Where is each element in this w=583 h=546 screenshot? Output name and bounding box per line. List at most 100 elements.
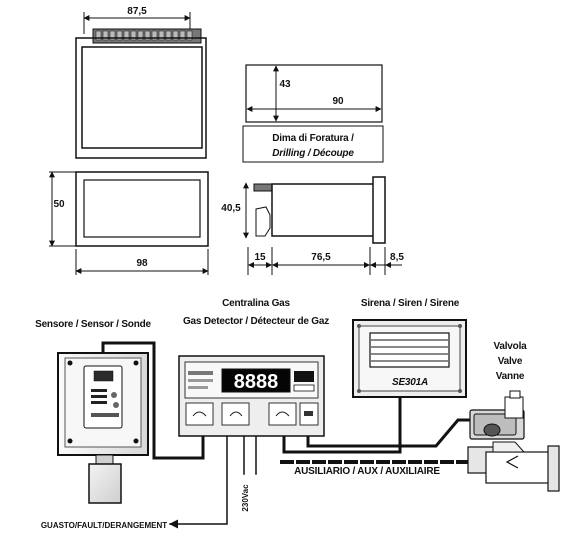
- side-depth-a-value: 15: [254, 252, 266, 263]
- drilling-template-diagram: 43 90 Dima di Foratura / Drilling / Déco…: [242, 64, 384, 163]
- fault-output-line: [169, 434, 228, 529]
- valve-coil-terminal: [483, 423, 501, 437]
- detector-button-icon-3: [275, 411, 290, 417]
- valve-top-actuator: [504, 396, 524, 419]
- side-clip: [255, 206, 271, 237]
- siren-screw: [357, 389, 361, 393]
- front-panel-width-value: 98: [136, 258, 148, 269]
- side-depth-arrow-a: [248, 262, 272, 268]
- terminal-screw: [158, 30, 165, 41]
- front-width-value: 87,5: [127, 6, 147, 17]
- sensor-logo-plate: [93, 370, 114, 382]
- siren-screw: [458, 389, 462, 393]
- detector-side-indicator: [294, 371, 314, 382]
- terminal-screw: [123, 30, 130, 41]
- front-panel-window: [83, 179, 201, 238]
- valve-title-line-2: Valve: [498, 356, 523, 367]
- siren-model-label: SE301A: [392, 377, 428, 388]
- sensor-head-neck: [95, 454, 114, 465]
- sensor-model-label: [91, 413, 119, 417]
- siren-screw: [458, 324, 462, 328]
- detector-button-1[interactable]: [185, 402, 214, 426]
- siren: SE301A: [352, 319, 467, 398]
- side-height-value: 40,5: [221, 203, 241, 214]
- side-view: 40,5 15 76,5 8,5: [221, 176, 404, 275]
- detector-button-icon-2: [229, 411, 243, 417]
- siren-screw: [357, 324, 361, 328]
- drilling-label-line-1: Dima di Foratura /: [272, 133, 354, 144]
- side-depth-b-value: 76,5: [311, 252, 331, 263]
- terminal-screw: [186, 30, 193, 41]
- siren-title: Sirena / Siren / Sirene: [361, 298, 460, 309]
- sensor-led: [91, 401, 107, 404]
- sensor-status-dot: [111, 392, 117, 398]
- sensor-screw-bottom-left: [67, 438, 73, 444]
- detector-button-2[interactable]: [221, 402, 250, 426]
- detector-button-icon-1: [192, 411, 207, 417]
- sensor-screw-bottom-right: [133, 438, 139, 444]
- gas-sensor: [57, 352, 149, 504]
- valve-body-main: [485, 451, 553, 484]
- detector-side-small-indicator: [293, 384, 315, 392]
- wiring-lines: [101, 341, 488, 529]
- valve-flow-arrow: [505, 455, 519, 469]
- detector-button-center-mark: [304, 411, 313, 416]
- front-panel-outline: [75, 171, 209, 247]
- fault-output-label: GUASTO/FAULT/DERANGEMENT: [41, 521, 167, 530]
- valve-output-line: [306, 418, 474, 448]
- drilling-cutout-rect: [245, 64, 383, 123]
- terminal-screws: [95, 30, 193, 41]
- front-panel-view: 50 98: [49, 171, 209, 275]
- sensor-to-detector-cable: [101, 341, 205, 460]
- sensor-screw-top-right: [133, 360, 139, 366]
- sensor-screw-top-left: [67, 360, 73, 366]
- detector-brand-label-3: [188, 386, 208, 389]
- detector-display: [221, 368, 291, 393]
- valve-body-right: [547, 445, 560, 492]
- terminal-screw: [144, 30, 151, 41]
- terminal-screw: [130, 30, 137, 41]
- sensor-status-dot: [113, 402, 119, 408]
- detector-button-3[interactable]: [268, 402, 297, 426]
- side-depth-c-value: 8,5: [390, 252, 404, 263]
- detector-title-line-1: Centralina Gas: [222, 298, 290, 309]
- auxiliary-output-label: AUSILIARIO / AUX / AUXILIAIRE: [294, 466, 440, 477]
- sensor-led: [91, 395, 107, 398]
- cutout-width-value: 90: [332, 96, 344, 107]
- terminal-screw: [179, 30, 186, 41]
- drilling-label-line-2: Drilling / Découpe: [272, 148, 354, 159]
- terminal-screw: [109, 30, 116, 41]
- solenoid-valve: [467, 390, 560, 492]
- siren-output-line: [282, 396, 402, 454]
- cutout-height-value: 43: [279, 79, 291, 90]
- valve-top-cap: [509, 390, 521, 399]
- detector-brand-label: [188, 371, 213, 375]
- front-panel-height-value: 50: [53, 199, 65, 210]
- detector-display-digits: 8888: [234, 371, 279, 393]
- sensor-head: [88, 463, 122, 504]
- side-depth-arrow-c: [370, 262, 391, 268]
- terminal-screw: [151, 30, 158, 41]
- terminal-screw: [116, 30, 123, 41]
- terminal-screw: [95, 30, 102, 41]
- siren-grille: [369, 332, 450, 368]
- valve-pipe-body: [492, 441, 526, 453]
- sensor-led: [91, 389, 107, 392]
- terminal-screw: [172, 30, 179, 41]
- side-device-body: [271, 183, 375, 237]
- sensor-title: Sensore / Sensor / Sonde: [35, 319, 151, 330]
- terminal-screw: [137, 30, 144, 41]
- valve-title-line-1: Valvola: [493, 341, 527, 352]
- detector-brand-label-2: [188, 379, 213, 382]
- drilling-label-box: [242, 125, 384, 163]
- top-device-housing: [75, 37, 207, 159]
- valve-title-line-3: Vanne: [496, 371, 525, 382]
- terminal-screw: [102, 30, 109, 41]
- detector-buttons: [185, 402, 319, 426]
- top-front-view: 87,5: [75, 6, 207, 159]
- power-label: 230Vac: [241, 484, 250, 512]
- terminal-screw: [165, 30, 172, 41]
- detector-title-line-2: Gas Detector / Détecteur de Gaz: [183, 316, 329, 327]
- central-gas-detector: 8888: [178, 355, 325, 437]
